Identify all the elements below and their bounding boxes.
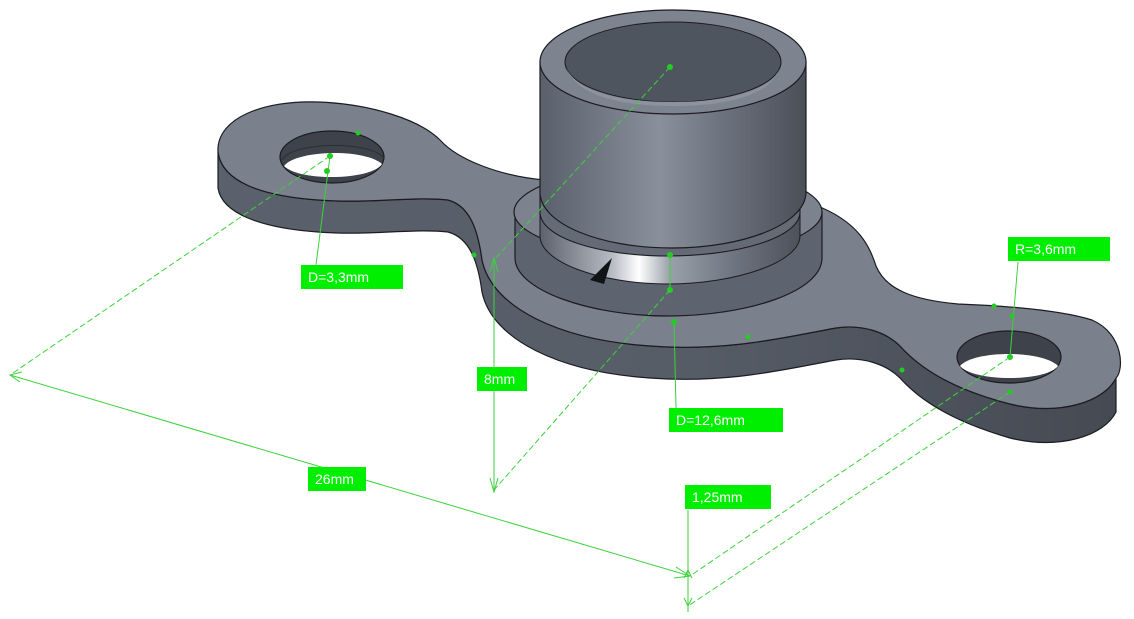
cylinder-boss	[539, 9, 807, 249]
height-label: 8mm	[477, 367, 527, 391]
end-radius-label: R=3,6mm	[1008, 237, 1110, 261]
thickness-label: 1,25mm	[685, 485, 771, 509]
right-hole	[956, 330, 1062, 384]
overall-length-label: 26mm	[308, 467, 366, 491]
boss-diameter-label: D=12,6mm	[669, 408, 783, 432]
hole-diameter-label: D=3,3mm	[301, 265, 403, 289]
